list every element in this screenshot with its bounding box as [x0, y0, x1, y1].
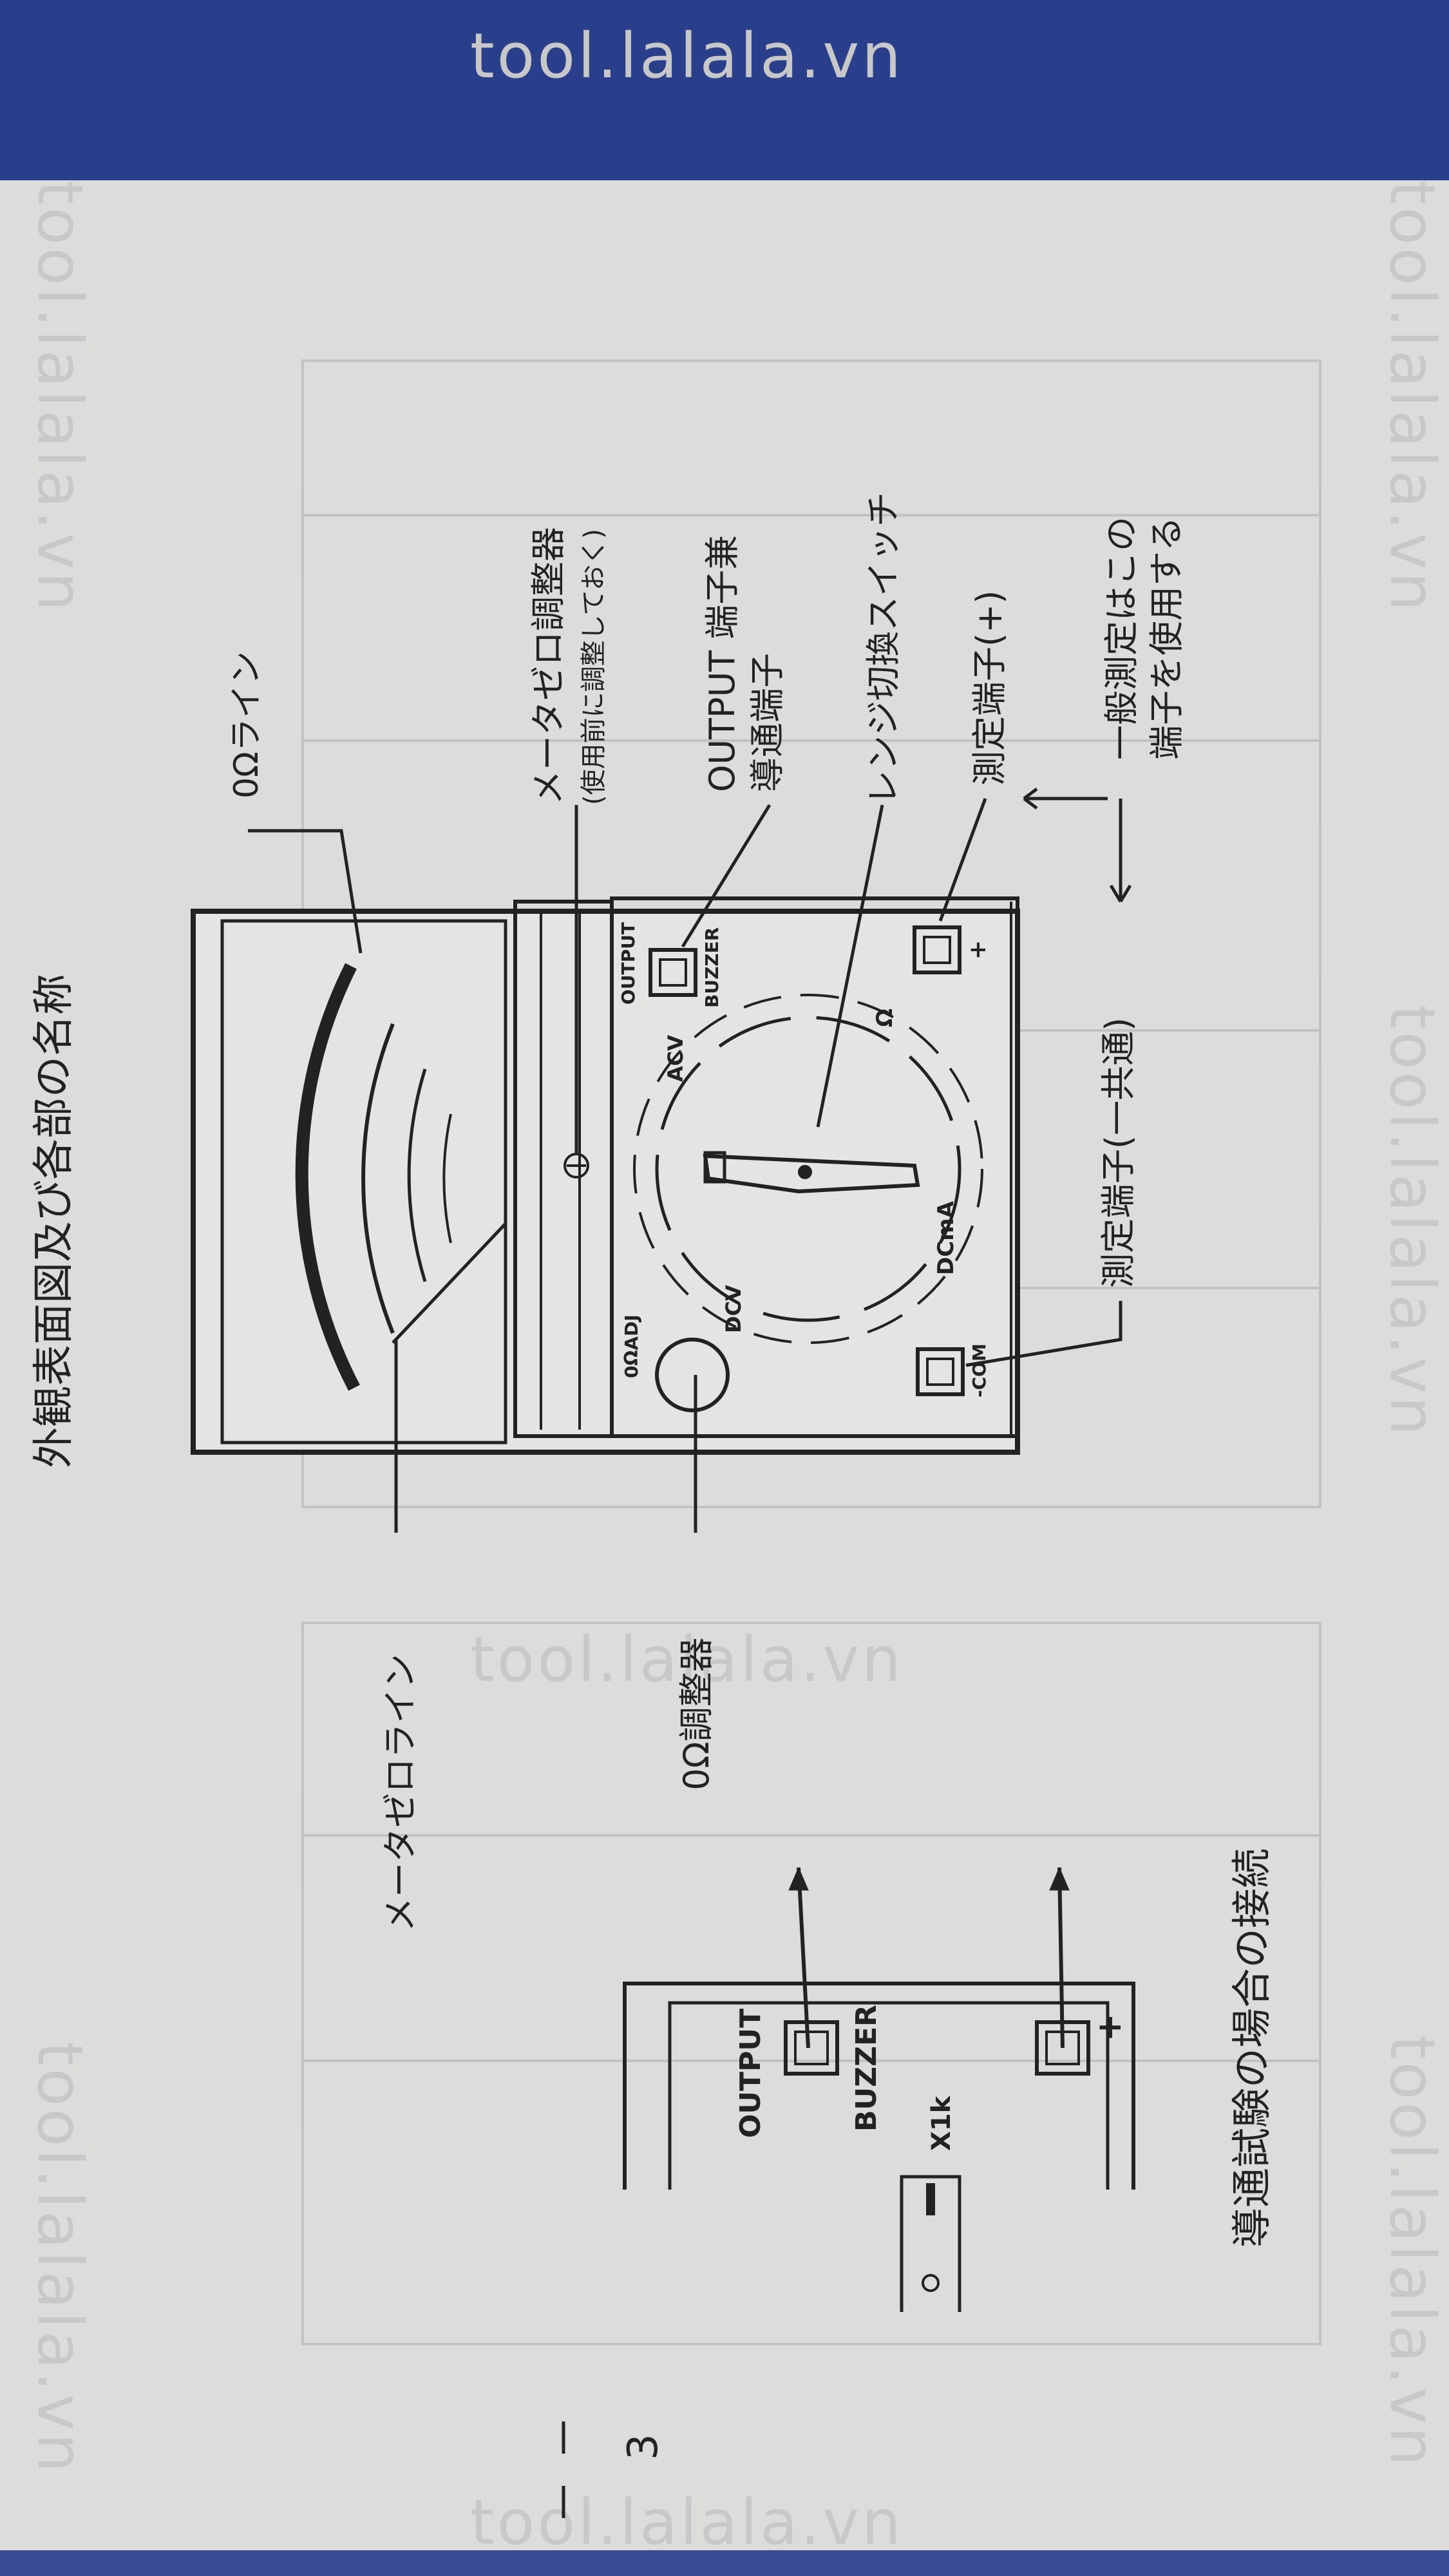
watermark-right-2: tool.lalala.vn: [1376, 1005, 1448, 1438]
watermark-right-1: tool.lalala.vn: [1376, 180, 1448, 614]
panel-com-label: -COM: [969, 1343, 990, 1397]
panel-ohm-adj-label: 0ΩADJ: [621, 1314, 642, 1378]
label-ohm-adjuster: 0Ω調整器: [676, 1637, 717, 1790]
panel-dcv-label: DCV: [721, 1285, 746, 1333]
page-number-group: 3: [562, 2421, 667, 2518]
continuity-plus-label: +: [1090, 2013, 1129, 2041]
page-number: 3: [620, 2434, 667, 2460]
panel-ohm-label: Ω: [872, 1009, 898, 1027]
watermark-center-2: tool.lalala.vn: [470, 1624, 904, 1696]
panel-dcma-label: DCmA: [933, 1200, 959, 1275]
continuity-title: 導通試験の場合の接続: [1228, 1848, 1275, 2248]
panel-output-label: OUTPUT: [618, 922, 639, 1005]
panel-acv-label: ACV: [663, 1035, 688, 1082]
label-measure-terminal-common: 測定端子(一共通): [1098, 1018, 1139, 1288]
panel-buzzer-label: BUZZER: [701, 927, 723, 1008]
watermark-left-1: tool.lalala.vn: [24, 180, 96, 614]
continuity-output-label: OUTPUT: [734, 2009, 767, 2138]
watermark-top: tool.lalala.vn: [470, 20, 904, 92]
continuity-buzzer-label: BUZZER: [850, 2005, 883, 2132]
label-general-use-1: 一般測定はこの: [1101, 516, 1142, 760]
continuity-range-label: X1k: [927, 2095, 956, 2151]
page-title: 外観表面図及び各部の名称: [30, 974, 78, 1468]
leader-lines: [248, 788, 1132, 1533]
label-meter-zero-note: (使用前に調整しておく): [579, 529, 609, 805]
label-meter-zero-line: メータゼロライン: [380, 1654, 421, 1932]
label-measure-terminal-plus: 測定端子(+): [969, 591, 1010, 786]
panel-plus-label: +: [965, 940, 991, 960]
watermark-right-3: tool.lalala.vn: [1376, 2035, 1448, 2468]
label-output-terminal-1: OUTPUT 端子兼: [702, 535, 743, 792]
watermark-left-2: tool.lalala.vn: [24, 2041, 96, 2475]
tester-diagram: [191, 896, 1020, 1455]
label-range-switch: レンジ切換スイッチ: [863, 492, 904, 805]
label-ohm-line: 0Ωライン: [227, 651, 266, 799]
label-general-use-2: 端子を使用する: [1146, 516, 1187, 760]
watermark-bottom: tool.lalala.vn: [470, 2486, 904, 2559]
label-meter-zero-adjuster: メータゼロ調整器: [528, 527, 569, 805]
label-output-terminal-2: 導通端子: [747, 653, 788, 792]
continuity-diagram: [623, 1866, 1135, 2312]
